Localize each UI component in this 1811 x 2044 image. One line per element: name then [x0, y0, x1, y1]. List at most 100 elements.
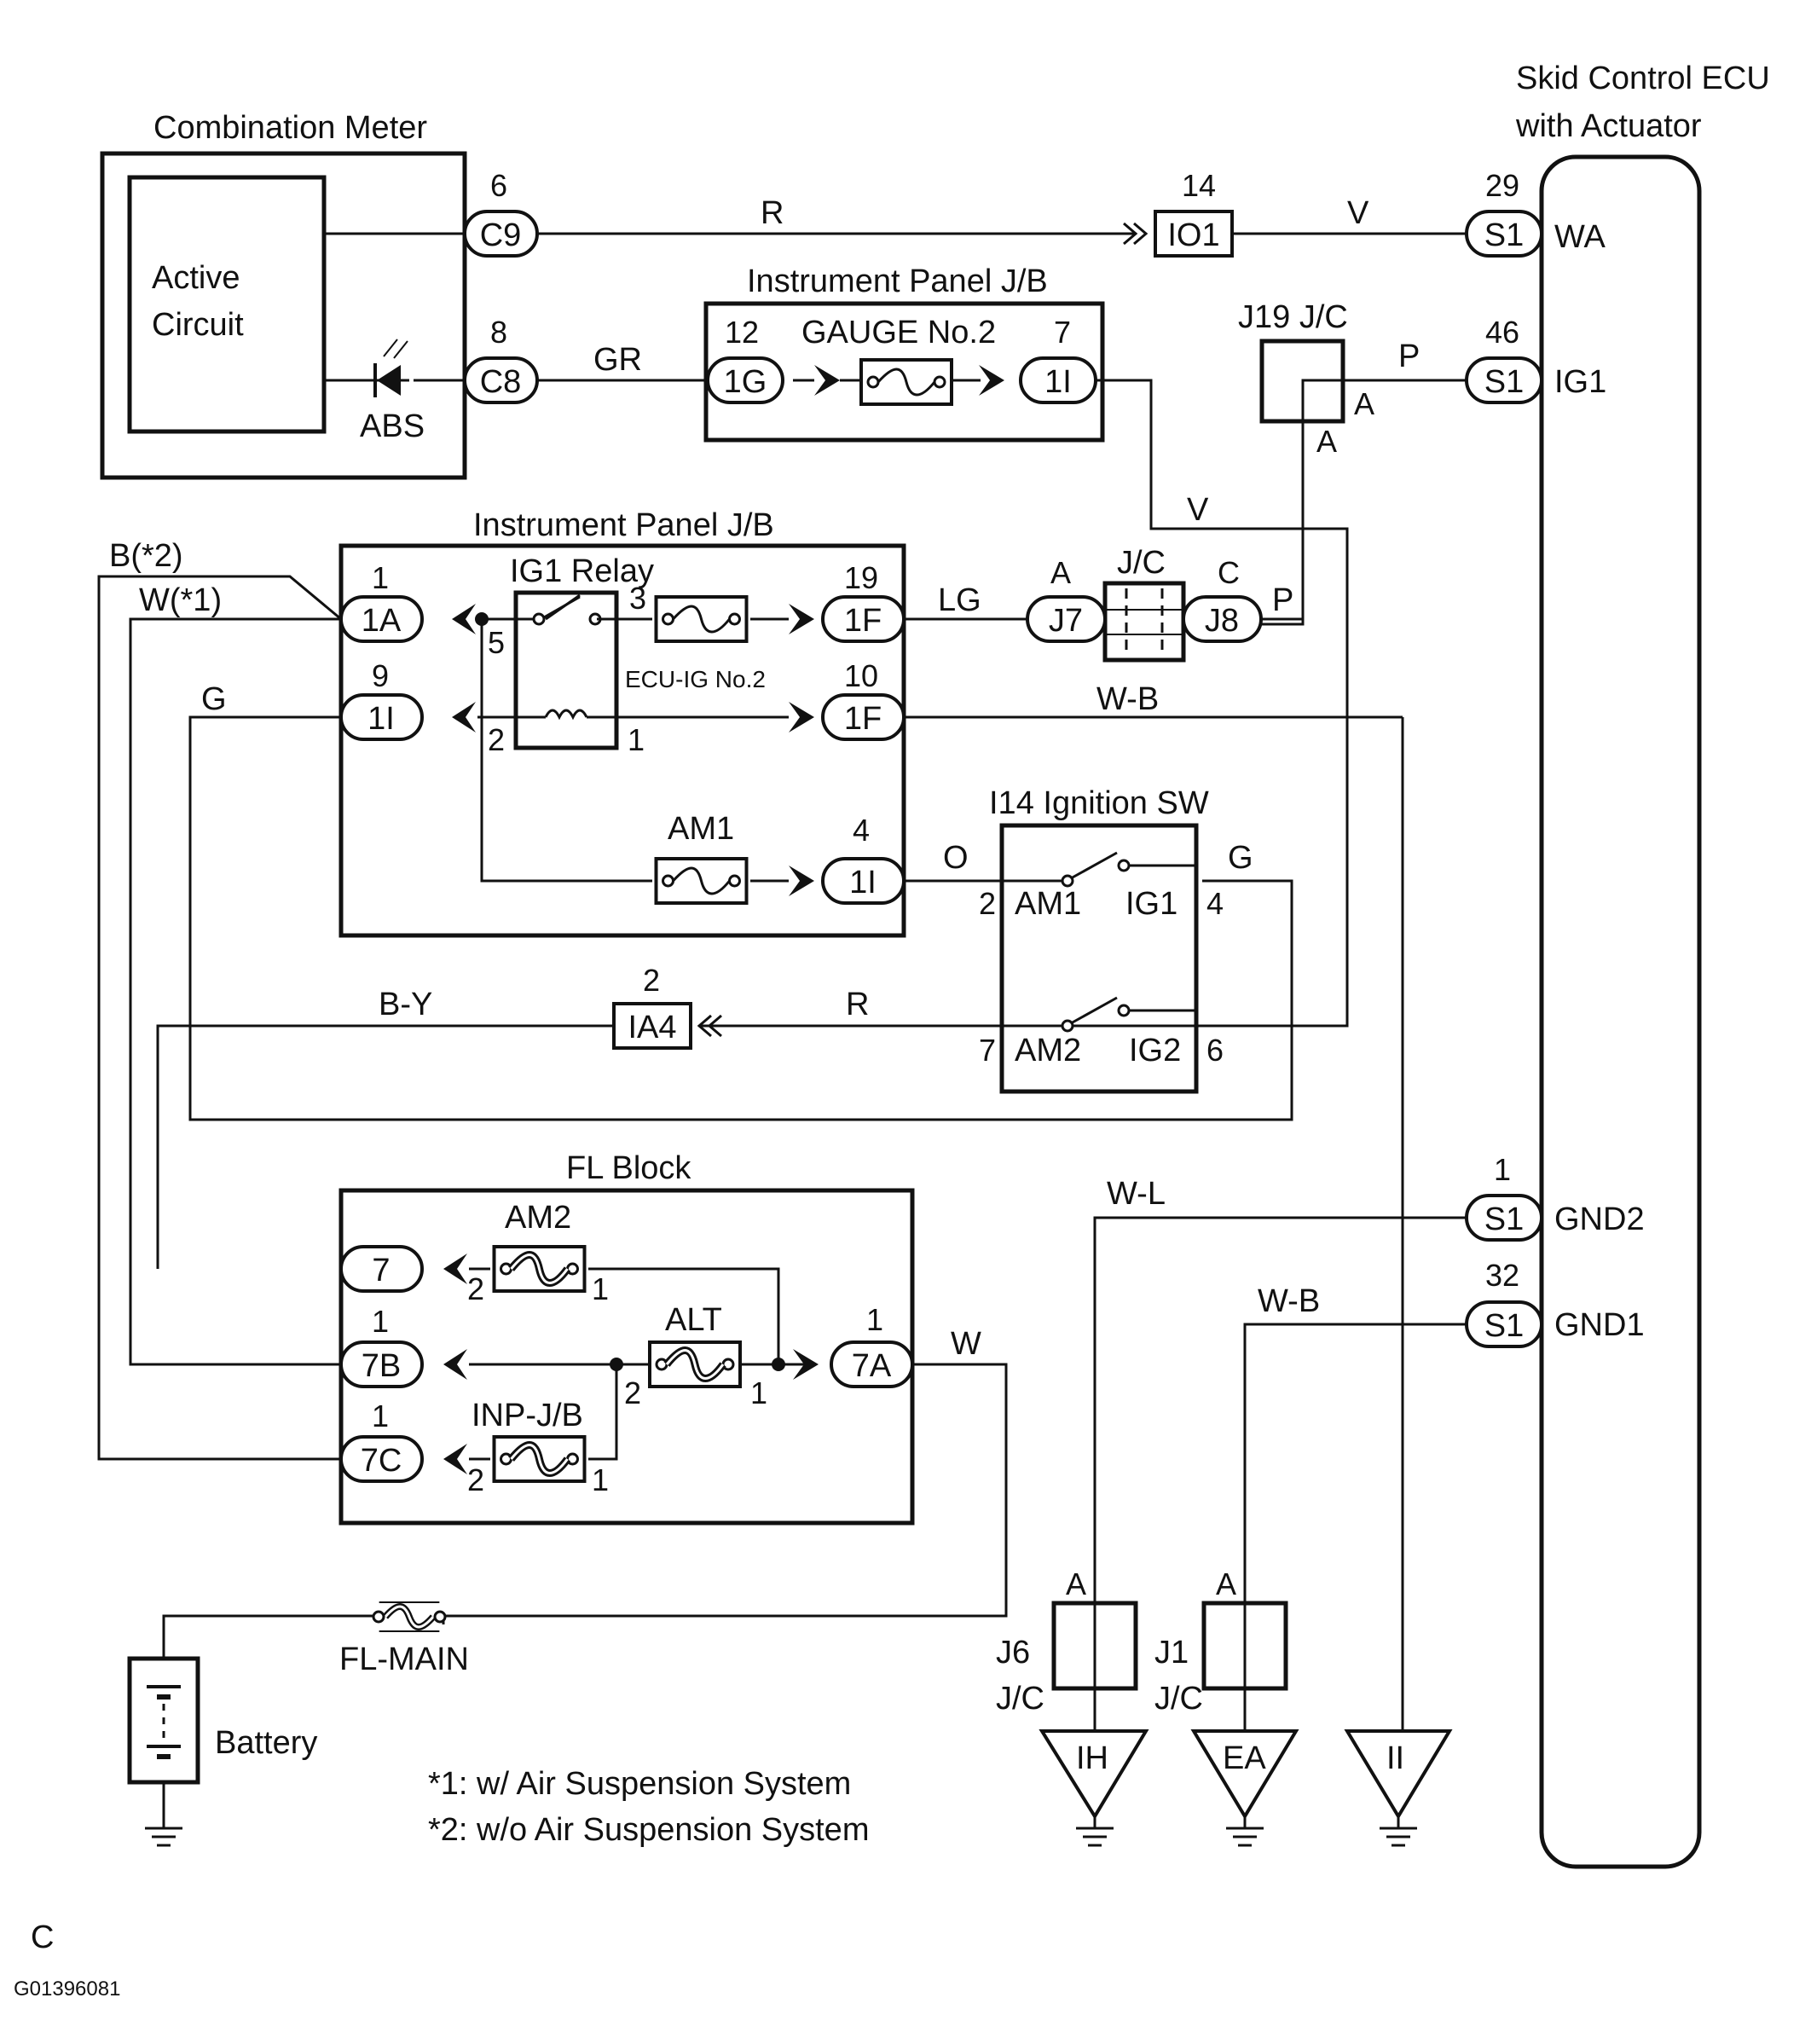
inp-jb-pin-1: 1 — [592, 1462, 609, 1497]
connector-io1-pin: 14 — [1182, 168, 1216, 203]
j1-jc-label: J/C — [1154, 1681, 1203, 1717]
connector-1i-relay-pin: 9 — [372, 658, 389, 693]
connector-arrow-icon — [979, 365, 1004, 396]
inp-jb-fuse-label: INP-J/B — [472, 1398, 583, 1433]
wire-color-by: B-Y — [379, 987, 432, 1022]
svg-text:7A: 7A — [852, 1348, 892, 1384]
switch-pin-2: 2 — [979, 886, 996, 921]
wire-color-sw-ig1: G — [1228, 840, 1253, 876]
j19-jc: J19 J/C A A — [1238, 299, 1374, 459]
wire-color-gauge-down: V — [1187, 492, 1209, 528]
connector-arrow-icon — [443, 1254, 467, 1284]
connector-fl7c-pin: 1 — [372, 1398, 389, 1433]
svg-text:7B: 7B — [362, 1348, 401, 1384]
wire-color-ia4-sw: R — [846, 987, 869, 1022]
connector-s1-gnd2-pin: 1 — [1494, 1152, 1511, 1187]
note-1: *1: w/ Air Suspension System — [428, 1766, 851, 1802]
abs-led-icon — [373, 339, 408, 397]
connector-arrow-icon — [452, 604, 476, 634]
svg-text:1I: 1I — [849, 865, 877, 900]
connector-1a: 1A 1 — [339, 560, 424, 643]
j6-label: J6 — [996, 1635, 1030, 1671]
svg-text:IO1: IO1 — [1167, 217, 1219, 253]
switch-terminal-ig2: IG2 — [1129, 1033, 1181, 1068]
connector-s1-wa: S1 29 — [1465, 168, 1543, 258]
svg-text:S1: S1 — [1484, 364, 1524, 400]
wire-color-f1-j7: LG — [938, 582, 981, 618]
relay-pin-1: 1 — [628, 722, 645, 757]
svg-text:C9: C9 — [480, 217, 522, 253]
skid-ecu-label-2: with Actuator — [1515, 108, 1702, 144]
fl-block-label: FL Block — [566, 1150, 691, 1186]
connector-1a-pin: 1 — [372, 560, 389, 595]
connector-c8: C8 8 — [463, 315, 539, 404]
svg-text:IA4: IA4 — [628, 1010, 676, 1045]
svg-text:S1: S1 — [1484, 1308, 1524, 1344]
ground-ih-icon — [1074, 1816, 1115, 1847]
connector-fl7: 7 — [339, 1245, 424, 1293]
svg-text:1I: 1I — [367, 701, 395, 737]
wire-color-gnd2: W-L — [1107, 1176, 1166, 1212]
inline-connector-icon — [1123, 222, 1149, 246]
ignition-switch: I14 Ignition SW AM1 IG1 AM2 IG2 2 4 7 6 — [979, 785, 1224, 1094]
svg-text:1F: 1F — [844, 701, 882, 737]
j19-pin-a-right: A — [1354, 386, 1374, 421]
fl-main-label: FL-MAIN — [339, 1642, 469, 1677]
jc-label: J/C — [1117, 545, 1166, 581]
inline-connector-icon — [697, 1014, 722, 1038]
connector-fl7a-pin: 1 — [866, 1302, 883, 1337]
svg-text:7C: 7C — [361, 1443, 402, 1479]
ecu-terminal-gnd2: GND2 — [1554, 1202, 1645, 1237]
wire-color-j19-s1: P — [1398, 339, 1420, 374]
connector-1i-gauge: 1I 7 — [1019, 315, 1097, 404]
connector-j7: J7 — [1026, 595, 1107, 643]
j19-jc-label: J19 J/C — [1238, 299, 1348, 335]
ecu-terminal-wa: WA — [1554, 219, 1606, 255]
combination-meter: Combination Meter Active Circuit ABS — [100, 110, 467, 480]
wire-color-io1-s1: V — [1347, 195, 1369, 231]
svg-text:S1: S1 — [1484, 217, 1524, 253]
connector-s1-ig1-pin: 46 — [1485, 315, 1519, 350]
svg-text:7: 7 — [372, 1253, 390, 1288]
switch-pin-7: 7 — [979, 1033, 996, 1068]
ig1-relay-label: IG1 Relay — [510, 553, 654, 589]
connector-c8-pin: 8 — [490, 315, 507, 350]
connector-fl7b: 7B 1 — [339, 1304, 424, 1388]
skid-ecu-label-1: Skid Control ECU — [1516, 61, 1770, 96]
connector-1f-top: 1F 19 — [821, 560, 906, 643]
connector-fl7c: 7C 1 — [339, 1398, 424, 1483]
connector-1i-am1-pin: 4 — [853, 813, 870, 848]
switch-terminal-ig1: IG1 — [1125, 886, 1177, 922]
am2-pin-2: 2 — [467, 1271, 484, 1306]
svg-text:1F: 1F — [844, 603, 882, 639]
notes: *1: w/ Air Suspension System *2: w/o Air… — [428, 1766, 869, 1848]
svg-text:S1: S1 — [1484, 1202, 1524, 1237]
ground-ii-icon — [1378, 1816, 1419, 1847]
connector-1f-bottom: 1F 10 — [821, 658, 906, 741]
ecu-terminal-ig1: IG1 — [1554, 364, 1606, 400]
j6-j1-jc: A A J6 J/C J1 J/C — [996, 1566, 1288, 1717]
abs-label: ABS — [360, 408, 425, 444]
alt-fuse-icon — [650, 1342, 740, 1387]
connector-arrow-icon — [452, 702, 476, 732]
skid-control-ecu: Skid Control ECU with Actuator WA IG1 GN… — [1515, 61, 1770, 1869]
connector-arrow-icon — [789, 702, 814, 732]
switch-pin-4: 4 — [1206, 886, 1224, 921]
svg-text:J8: J8 — [1205, 603, 1239, 639]
svg-text:1G: 1G — [724, 364, 767, 400]
connector-io1: IO1 14 — [1123, 168, 1234, 258]
j19-pin-a-bottom: A — [1316, 424, 1337, 459]
alt-pin-2: 2 — [624, 1375, 641, 1410]
am1-fuse-label: AM1 — [668, 811, 734, 847]
note-2: *2: w/o Air Suspension System — [428, 1812, 869, 1848]
fl-block: FL Block AM2 2 1 ALT 2 1 INP-J/B 2 1 — [338, 1150, 915, 1526]
footer: C G01396081 — [14, 1920, 120, 2001]
connector-1f-top-pin: 19 — [844, 560, 878, 595]
battery-icon — [127, 1656, 200, 1785]
figure-id: G01396081 — [14, 1977, 120, 2001]
connector-1i-am1: 1I 4 — [821, 813, 906, 905]
j6-pin-a: A — [1066, 1566, 1086, 1601]
connector-1g: 1G 12 — [706, 315, 784, 404]
switch-pin-6: 6 — [1206, 1033, 1224, 1068]
